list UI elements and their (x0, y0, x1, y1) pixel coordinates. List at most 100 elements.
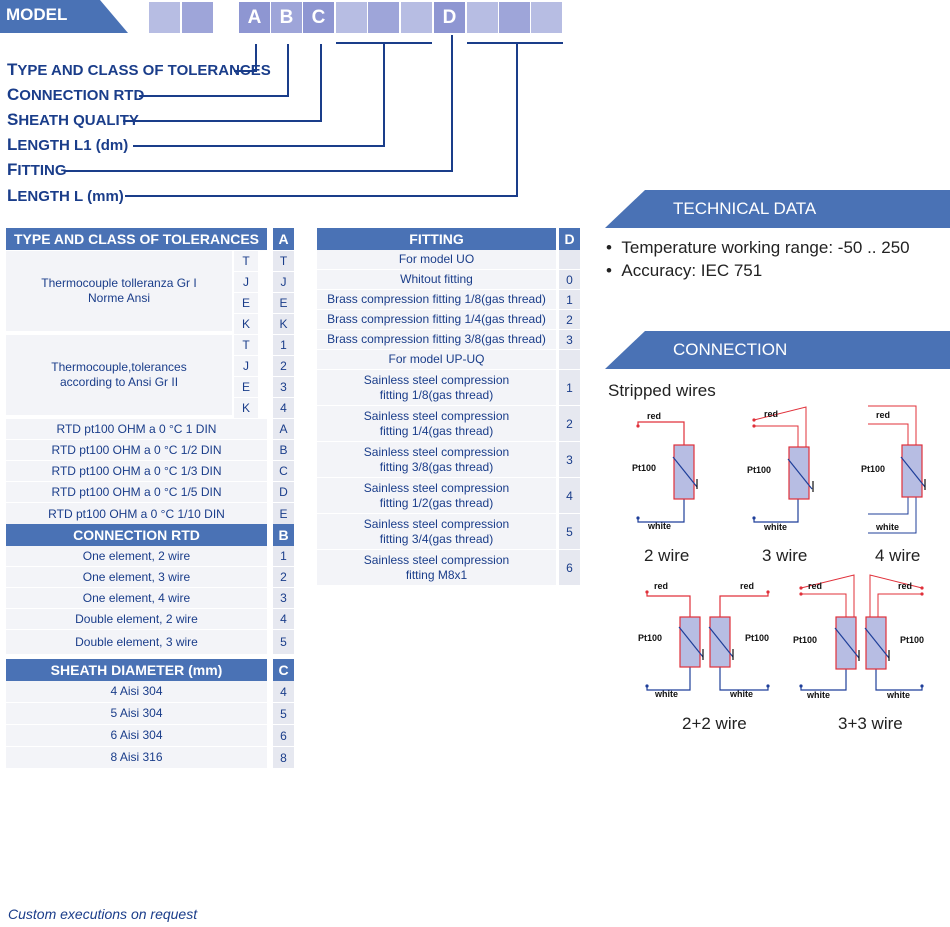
connector-b-h (139, 95, 289, 97)
fitting-row-code: 3 (559, 442, 580, 478)
red-label: red (740, 581, 754, 591)
sheath-row-code: 5 (273, 703, 294, 725)
model-cell-a: A (239, 2, 270, 33)
tol-g1-type: K (234, 314, 258, 335)
fitting-row-label: Brass compression fitting 3/8(gas thread… (317, 330, 556, 350)
technical-data-banner: TECHNICAL DATA (605, 190, 950, 228)
connection-rtd-title: CONNECTION RTD (6, 524, 267, 546)
legend-sheath: SHEATH QUALITY (7, 110, 139, 129)
model-label: MODEL (6, 5, 68, 24)
tol-rtd-label: RTD pt100 OHM a 0 °C 1/3 DIN (6, 461, 267, 482)
diagram-4-wire: red Pt100 white (861, 405, 926, 534)
fitting-row-code: 0 (559, 270, 580, 290)
tol-rtd-label: RTD pt100 OHM a 0 °C 1 DIN (6, 419, 267, 440)
legend-fitting: FITTING (7, 160, 67, 179)
conn-row-label: One element, 2 wire (6, 546, 267, 567)
white-label: white (806, 690, 830, 700)
model-cell-l1-1 (336, 2, 367, 33)
tol-g1-code: E (273, 293, 294, 314)
connector-c-h (123, 120, 322, 122)
sheath-row-label: 4 Aisi 304 (6, 681, 267, 703)
model-cell-l-1 (467, 2, 498, 33)
tol-rtd-label: RTD pt100 OHM a 0 °C 1/10 DIN (6, 503, 267, 526)
fitting-row-code: 3 (559, 330, 580, 350)
tol-g1-type: E (234, 293, 258, 314)
pt100-label: Pt100 (745, 633, 769, 643)
tol-g2-code: 1 (273, 335, 294, 356)
tol-g1-code: T (273, 251, 294, 272)
conn-row-code: 3 (273, 588, 294, 609)
caption-3-3-wire: 3+3 wire (838, 714, 903, 733)
l1-group-bar (336, 42, 432, 44)
pt100-label: Pt100 (632, 463, 656, 473)
tol-g2-type: K (234, 398, 258, 419)
legend-length-l: LENGTH L (mm) (7, 186, 124, 205)
conn-row-code: 4 (273, 609, 294, 630)
connection-diagrams: red Pt100 white red Pt100 white (632, 405, 926, 700)
white-label: white (875, 522, 899, 532)
conn-row-code: 5 (273, 630, 294, 655)
connector-d-h (64, 170, 453, 172)
sheath-row-label: 5 Aisi 304 (6, 703, 267, 725)
caption-4-wire: 4 wire (875, 546, 921, 565)
tol-g1-code: J (273, 272, 294, 293)
tol-g2-code: 4 (273, 398, 294, 419)
red-label: red (876, 410, 890, 420)
caption-2-wire: 2 wire (644, 546, 690, 565)
legend-connection: CONNECTION RTD (7, 85, 145, 104)
sheath-row-label: 6 Aisi 304 (6, 725, 267, 747)
fitting-row-label: For model UO (317, 250, 556, 270)
conn-row-code: 1 (273, 546, 294, 567)
connector-c-v (320, 44, 322, 122)
model-cell-d: D (434, 2, 465, 33)
pt100-label: Pt100 (793, 635, 817, 645)
connector-a-v (255, 44, 257, 72)
pt100-label: Pt100 (638, 633, 662, 643)
sheath-row-code: 4 (273, 681, 294, 703)
connector-b-v (287, 44, 289, 97)
technical-bullet-range: • Temperature working range: -50 .. 250 (606, 238, 910, 257)
fitting-row-label: Sainless steel compression fitting 3/8(g… (317, 442, 556, 478)
connection-title: CONNECTION (673, 340, 788, 359)
connection-rtd-code: B (273, 524, 294, 546)
fitting-row-code: 6 (559, 550, 580, 586)
red-label: red (647, 411, 661, 421)
stripped-wires-label: Stripped wires (608, 381, 716, 400)
tolerances-table: TYPE AND CLASS OF TOLERANCES A Thermocou… (6, 228, 294, 526)
white-label: white (654, 689, 678, 699)
fitting-row-code: 1 (559, 370, 580, 406)
tolerances-group1-label: Thermocouple tolleranza Gr I Norme Ansi (6, 251, 232, 332)
caption-2-2-wire: 2+2 wire (682, 714, 747, 733)
conn-row-code: 2 (273, 567, 294, 588)
fitting-row-label: Sainless steel compression fitting 1/2(g… (317, 478, 556, 514)
model-cell-l-2 (499, 2, 530, 33)
tol-g2-type: E (234, 377, 258, 398)
fitting-row-code: 1 (559, 290, 580, 310)
technical-data-title: TECHNICAL DATA (673, 199, 817, 218)
diagram-2-2-wire: red red Pt100 Pt100 white white (638, 581, 770, 699)
sheath-row-label: 8 Aisi 316 (6, 747, 267, 769)
l-group-bar (467, 42, 563, 44)
tol-g2-type: T (234, 335, 258, 356)
white-label: white (729, 689, 753, 699)
model-cell-blank-2 (182, 2, 213, 33)
tolerances-code: A (273, 228, 294, 250)
tol-rtd-code: C (273, 461, 294, 482)
pt100-label: Pt100 (900, 635, 924, 645)
red-label: red (808, 581, 822, 591)
tol-g1-type: T (234, 251, 258, 272)
footer-note: Custom executions on request (8, 906, 198, 922)
red-label: red (898, 581, 912, 591)
diagram-2-wire: red Pt100 white (632, 411, 698, 531)
fitting-row-label: Sainless steel compression fitting 1/4(g… (317, 406, 556, 442)
connection-banner: CONNECTION (605, 331, 950, 369)
fitting-code: D (559, 228, 580, 250)
connector-l1-v (383, 44, 385, 147)
model-cell-l1-3 (401, 2, 432, 33)
model-cell-l1-2 (368, 2, 399, 33)
technical-bullet-accuracy: • Accuracy: IEC 751 (606, 261, 763, 280)
fitting-row-code: 2 (559, 406, 580, 442)
tol-rtd-code: A (273, 419, 294, 440)
